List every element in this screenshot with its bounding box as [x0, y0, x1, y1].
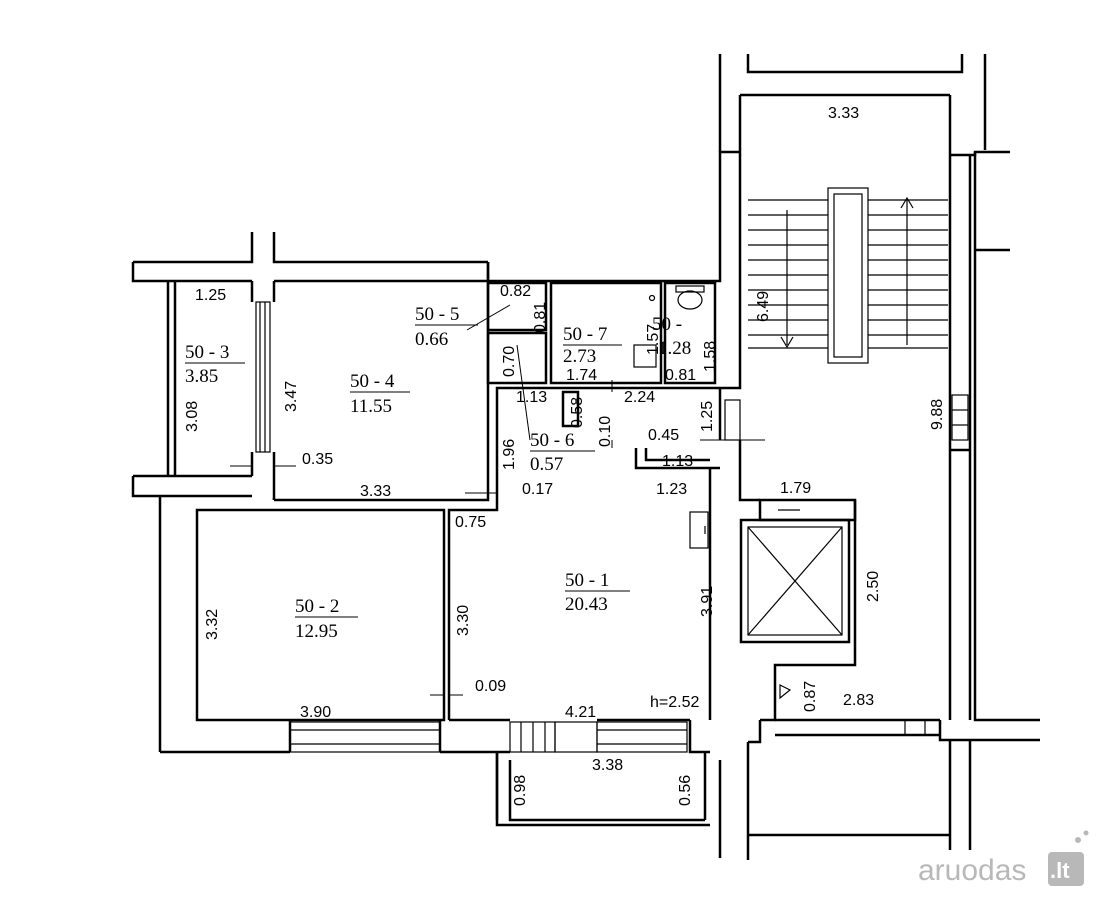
room-label-50-5: 50 - 5: [415, 304, 459, 325]
dim-room4-height: 3.47: [283, 381, 300, 412]
dim-wall-035: 0.35: [302, 451, 333, 468]
watermark-tag: .lt: [1050, 858, 1070, 883]
dim-hall-075: 0.75: [455, 514, 486, 531]
room-label-50-6: 50 - 6: [530, 430, 574, 451]
dimension-lines: [230, 304, 765, 696]
dim-stair-length: 6.49: [755, 291, 772, 322]
dim-hall-123: 1.23: [656, 481, 687, 498]
dim-room4-width: 3.33: [360, 483, 391, 500]
dim-balcony-height: 3.08: [184, 401, 201, 432]
dim-room7-w: 1.74: [566, 367, 597, 384]
dim-hall-058: 0.58: [569, 397, 586, 428]
dim-room1-left: 3.30: [455, 605, 472, 636]
dim-lift-w: 1.79: [780, 480, 811, 497]
walls: [131, 54, 1040, 860]
dim-landing-283: 2.83: [843, 692, 874, 709]
dim-balcony-width: 1.25: [195, 287, 226, 304]
dim-landing-087: 0.87: [802, 681, 819, 712]
dim-room7-h: 1.57: [645, 324, 662, 355]
room-area-50-6: 0.57: [530, 454, 563, 475]
dim-room1-w: 4.21: [565, 704, 596, 721]
dim-hall-196: 1.96: [501, 439, 518, 470]
dimension-labels: 3.33 6.49 9.88 1.25 3.08 3.47 3.33 0.35 …: [184, 105, 946, 806]
room-area-50-8: 1.28: [658, 338, 691, 359]
watermark-text: aruodas: [918, 854, 1026, 887]
windows: [255, 301, 969, 753]
dim-hall-010: 0.10: [597, 416, 614, 447]
dim-hall-113a: 1.13: [516, 389, 547, 406]
room-area-50-1: 20.43: [565, 594, 608, 615]
staircase: [748, 187, 948, 364]
dim-hall-017: 0.17: [522, 481, 553, 498]
room-label-50-8: 50 -: [652, 314, 682, 335]
room-area-50-5: 0.66: [415, 329, 448, 350]
dim-room2-w: 3.90: [300, 704, 331, 721]
room-label-50-2: 50 - 2: [295, 596, 339, 617]
dim-stair-width: 3.33: [828, 105, 859, 122]
dim-room5-h: 0.81: [532, 302, 549, 333]
dim-hall-113b: 1.13: [662, 453, 693, 470]
dim-hall-045: 0.45: [648, 427, 679, 444]
dim-lift-h: 2.50: [865, 571, 882, 602]
room-label-50-3: 50 - 3: [185, 342, 229, 363]
room-area-50-7: 2.73: [563, 346, 596, 367]
dim-wall-009: 0.09: [475, 678, 506, 695]
dim-room5-w: 0.82: [500, 283, 531, 300]
dim-hall-224: 2.24: [624, 389, 655, 406]
room-label-50-4: 50 - 4: [350, 371, 395, 392]
dim-loggia-w: 3.38: [592, 757, 623, 774]
fixtures: [633, 285, 792, 700]
dim-room1-right: 3.91: [699, 586, 716, 617]
dim-loggia-right: 0.56: [677, 775, 694, 806]
ceiling-height: h=2.52: [650, 694, 699, 711]
dim-wc-w: 0.81: [665, 367, 696, 384]
dim-room5-side: 0.70: [501, 346, 518, 377]
dim-hall-125: 1.25: [699, 401, 716, 432]
room-area-50-2: 12.95: [295, 621, 338, 642]
room-area-50-3: 3.85: [185, 366, 218, 387]
watermark: aruodas .lt: [918, 830, 1089, 887]
dim-loggia-left: 0.98: [512, 775, 529, 806]
dim-hall-length: 9.88: [929, 399, 946, 430]
dim-wc-h: 1.58: [702, 341, 719, 372]
room-labels: 50 - 1 20.43 50 - 2 12.95 50 - 3 3.85 50…: [185, 304, 699, 711]
lift-shaft: [747, 509, 843, 636]
dim-room2-h: 3.32: [204, 609, 221, 640]
room-label-50-7: 50 - 7: [563, 324, 607, 345]
room-label-50-1: 50 - 1: [565, 570, 609, 591]
room-area-50-4: 11.55: [350, 396, 392, 417]
